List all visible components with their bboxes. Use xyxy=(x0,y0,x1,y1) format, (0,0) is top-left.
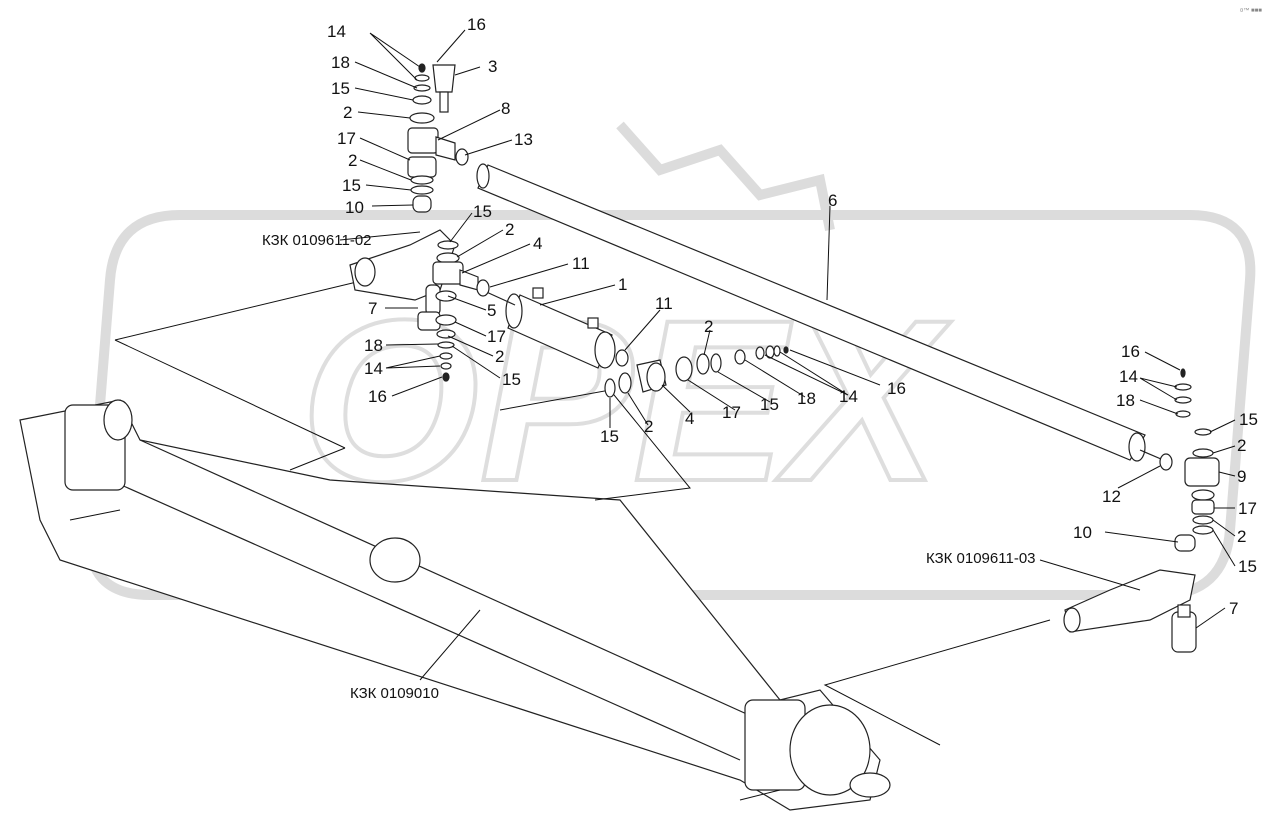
axle-code-label: КЗК 0109010 xyxy=(350,685,439,702)
callout-2: 2 xyxy=(495,347,504,366)
callout-15: 15 xyxy=(760,395,779,414)
power-steering-cylinder xyxy=(459,279,616,369)
callout-15: 15 xyxy=(342,176,361,195)
callout-15: 15 xyxy=(473,202,492,221)
callout-7: 7 xyxy=(1229,599,1238,618)
middle-ball-pin-stack xyxy=(417,240,490,382)
callout-4: 4 xyxy=(685,409,694,428)
callout-2: 2 xyxy=(704,317,713,336)
corner-mark: ¤™ ■■■ xyxy=(1240,7,1262,14)
callout-2: 2 xyxy=(505,220,514,239)
right-knuckle-code-label: КЗК 0109611-03 xyxy=(926,550,1036,567)
callout-18: 18 xyxy=(331,53,350,72)
callout-15: 15 xyxy=(600,427,619,446)
callout-14: 14 xyxy=(364,359,383,378)
callout-16: 16 xyxy=(887,379,906,398)
callout-10: 10 xyxy=(1073,523,1092,542)
callout-2: 2 xyxy=(348,151,357,170)
callout-17: 17 xyxy=(337,129,356,148)
callout-16: 16 xyxy=(1121,342,1140,361)
reference-lines xyxy=(114,279,1051,746)
cylinder-rod-end-parts xyxy=(604,345,789,398)
right-ball-pin-stack xyxy=(1159,368,1220,653)
callout-8: 8 xyxy=(501,99,510,118)
callout-3: 3 xyxy=(488,57,497,76)
callout-2: 2 xyxy=(343,103,352,122)
callout-11: 11 xyxy=(572,254,590,273)
callout-12: 12 xyxy=(1102,487,1121,506)
callout-15: 15 xyxy=(331,79,350,98)
callout-14: 14 xyxy=(1119,367,1138,386)
callout-16: 16 xyxy=(467,15,486,34)
left-knuckle-code-label: КЗК 0109611-02 xyxy=(262,232,372,249)
right-steering-knuckle xyxy=(1063,569,1196,633)
left-steering-knuckle xyxy=(349,229,456,301)
callout-14: 14 xyxy=(327,22,346,41)
callout-18: 18 xyxy=(1116,391,1135,410)
callout-2: 2 xyxy=(1237,527,1246,546)
callout-17: 17 xyxy=(1238,499,1257,518)
leader-lines xyxy=(339,29,1236,681)
callout-numbers: 14 16 18 3 15 2 8 17 13 2 15 10 15 2 4 1… xyxy=(327,15,1258,618)
callout-18: 18 xyxy=(797,389,816,408)
callout-6: 6 xyxy=(828,191,837,210)
callout-13: 13 xyxy=(514,130,533,149)
callout-10: 10 xyxy=(345,198,364,217)
callout-7: 7 xyxy=(368,299,377,318)
callout-9: 9 xyxy=(1237,467,1246,486)
callout-14: 14 xyxy=(839,387,858,406)
top-ball-pin-stack xyxy=(407,63,469,213)
callout-15: 15 xyxy=(502,370,521,389)
callout-17: 17 xyxy=(722,403,741,422)
front-axle-beam xyxy=(19,399,891,811)
callout-1: 1 xyxy=(618,275,627,294)
callout-2: 2 xyxy=(644,417,653,436)
callout-15: 15 xyxy=(1239,410,1258,429)
callout-17: 17 xyxy=(487,327,506,346)
callout-4: 4 xyxy=(533,234,542,253)
callout-2: 2 xyxy=(1237,436,1246,455)
callout-5: 5 xyxy=(487,301,496,320)
callout-16: 16 xyxy=(368,387,387,406)
tie-rod xyxy=(476,163,1169,463)
callout-11: 11 xyxy=(655,294,673,313)
callout-18: 18 xyxy=(364,336,383,355)
callout-15: 15 xyxy=(1238,557,1257,576)
